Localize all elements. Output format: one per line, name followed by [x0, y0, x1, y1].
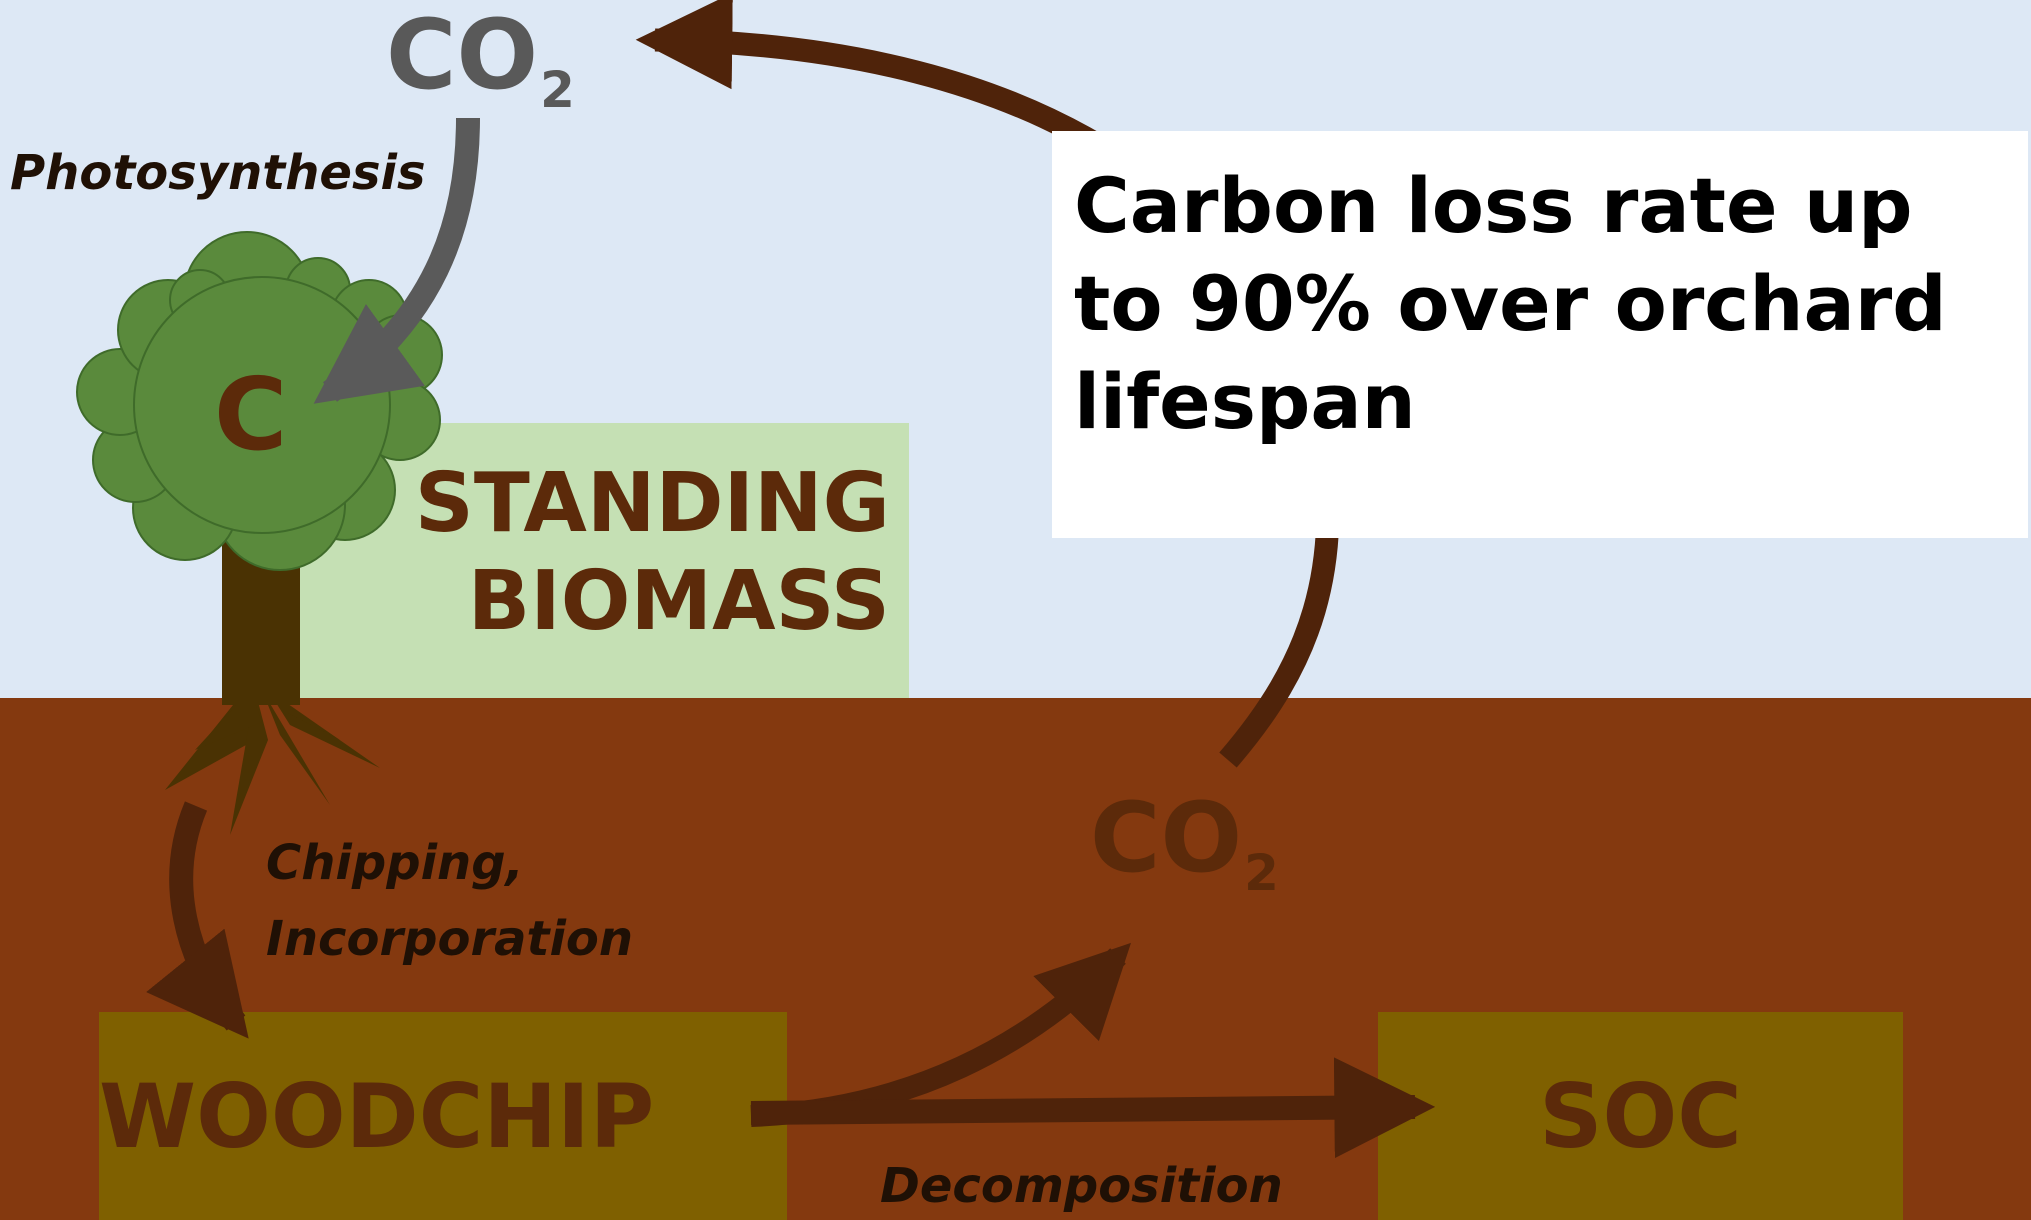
carbon-c-label: C: [214, 356, 288, 473]
callout-line-2: to 90% over orchard: [1074, 259, 1947, 348]
decomposition-to-soc-arrow: [750, 1057, 1436, 1159]
standing-label-line2: BIOMASS: [467, 554, 890, 650]
carbon-loss-callout: Carbon loss rate up to 90% over orchard …: [1052, 131, 2028, 538]
soc-box: [1378, 1012, 1903, 1220]
chipping-arrow: [146, 801, 249, 1039]
chipping-label-line1: Chipping,: [266, 835, 524, 891]
standing-biomass-label: STANDING BIOMASS: [300, 455, 890, 652]
co2-subscript: 2: [1244, 843, 1279, 902]
photosynthesis-label: Photosynthesis: [10, 145, 426, 201]
callout-line-1: Carbon loss rate up: [1074, 161, 1913, 250]
standing-biomass-box: [298, 423, 909, 698]
chipping-incorporation-label: Chipping, Incorporation: [266, 825, 633, 977]
soil-co2-label: CO2: [1090, 790, 1279, 898]
decomposition-label: Decomposition: [880, 1158, 1283, 1214]
co2-text: CO: [1090, 782, 1243, 894]
woodchip-label: WOODCHIP: [99, 1065, 655, 1168]
photosynthesis-arrow: [313, 117, 480, 404]
standing-label-line1: STANDING: [414, 456, 890, 551]
chipping-label-line2: Incorporation: [266, 911, 634, 967]
co2-subscript: 2: [540, 60, 575, 119]
co2-text: CO: [386, 0, 539, 111]
atmospheric-co2-label: CO2: [386, 7, 575, 115]
woodchip-box: [99, 1012, 787, 1220]
tree-roots: [165, 690, 380, 835]
callout-line-3: lifespan: [1074, 357, 1416, 446]
soc-label: SOC: [1539, 1065, 1742, 1168]
